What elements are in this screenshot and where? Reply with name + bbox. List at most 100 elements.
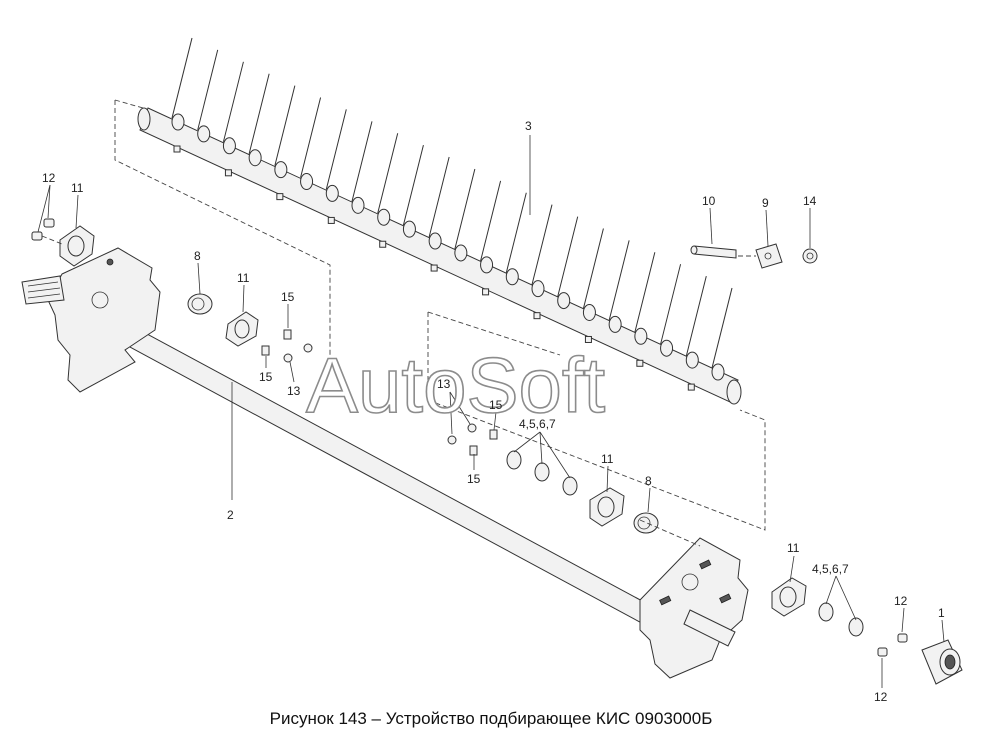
leader-lines [37, 135, 945, 688]
spring-tine [402, 145, 424, 226]
tine-coil [274, 161, 288, 179]
tine-coil [402, 220, 416, 238]
pin-10 [690, 245, 737, 259]
clamp-bolt [224, 169, 232, 177]
callout-12-top-left: 12 [42, 171, 56, 185]
rings-4567-right [818, 602, 864, 637]
callout-13-left: 13 [287, 384, 301, 398]
clamp-bolt [276, 193, 284, 201]
fasteners-13-15-center [447, 423, 498, 456]
tine-coil [454, 244, 468, 262]
callout-12-right-top: 12 [894, 594, 908, 608]
bushing-8-left [187, 293, 213, 315]
spring-tine [454, 168, 476, 250]
spring-tine [197, 49, 219, 131]
spring-tine [608, 240, 630, 321]
figure-caption: Рисунок 143 – Устройство подбирающее КИС… [269, 709, 713, 728]
callout-3: 3 [525, 119, 532, 133]
callout-4567-center: 4,5,6,7 [519, 417, 556, 431]
callout-10: 10 [702, 194, 716, 208]
tine-coil [377, 208, 391, 226]
assembly-outline-left [114, 99, 331, 355]
spring-tine [274, 85, 296, 166]
callout-1: 1 [938, 606, 945, 620]
tine-coil [222, 137, 236, 155]
spring-tine [660, 264, 682, 345]
tine-coil [480, 256, 494, 274]
spring-tine [377, 133, 399, 214]
callout-11-center: 11 [601, 452, 614, 466]
callout-11-left: 11 [237, 271, 250, 285]
housing-11-left [225, 311, 259, 347]
drive-hub-1 [921, 639, 963, 685]
spring-tine [248, 73, 270, 154]
spring-tine [634, 252, 656, 333]
tine-coil [711, 363, 725, 381]
callout-11-top-left: 11 [71, 181, 84, 195]
left-disk-bracket [21, 247, 161, 393]
callout-15-left-top: 15 [281, 290, 295, 304]
tine-coil [171, 113, 185, 131]
rings-4567-center [506, 450, 578, 496]
callout-8-left: 8 [194, 249, 201, 263]
spring-tine [531, 204, 553, 285]
clamp-bolt [687, 383, 695, 391]
callout-4567-right: 4,5,6,7 [812, 562, 849, 576]
spring-tine [222, 61, 244, 142]
tine-coil [685, 351, 699, 369]
clamp-bolt [430, 264, 438, 272]
tine-coil [351, 196, 365, 214]
watermark-text: AutoSoft [306, 341, 606, 429]
spring-tine [557, 216, 579, 297]
callout-labels: 3 2 12 11 8 11 15 15 13 13 15 15 4,5,6,7… [42, 119, 945, 704]
axis-line-right [639, 519, 701, 547]
tine-coil [531, 280, 545, 298]
bolts-12-top-left [31, 218, 55, 241]
spring-tine [685, 275, 707, 357]
tine-coil [248, 149, 262, 167]
tine-coil [608, 315, 622, 333]
axis-line-left [41, 235, 63, 245]
tine-coil [428, 232, 442, 250]
tine-coil [325, 184, 339, 202]
spring-tine [300, 97, 322, 178]
bushing-8-right [633, 512, 659, 534]
callout-11-right: 11 [787, 541, 800, 555]
clamp-bolt [327, 216, 335, 224]
spring-tine [480, 180, 502, 261]
tine-coil [505, 268, 519, 286]
clamp-bolt [636, 359, 644, 367]
right-disk-bracket [639, 537, 749, 679]
clamp-bolt [379, 240, 387, 248]
callout-15-left-bottom: 15 [259, 370, 273, 384]
tine-coil [634, 327, 648, 345]
spring-tine [171, 37, 193, 119]
callout-13-center: 13 [437, 377, 451, 391]
clamp-bolt [533, 312, 541, 320]
spring-tine [582, 228, 604, 309]
lever-9 [755, 243, 783, 269]
spring-tine [428, 156, 450, 238]
spring-tine [711, 287, 733, 369]
spring-tine [505, 192, 527, 273]
tine-coil [300, 173, 314, 191]
callout-15-center-bottom: 15 [467, 472, 481, 486]
clamp-bolt [584, 335, 592, 343]
tine-coil [197, 125, 211, 143]
callout-2: 2 [227, 508, 234, 522]
tine-coil [582, 303, 596, 321]
fasteners-13-15-left [261, 329, 313, 363]
tine-coil [557, 292, 571, 310]
bolts-12-right [877, 633, 908, 657]
assembly-outline-center [427, 311, 766, 531]
callout-15-center-top: 15 [489, 398, 503, 412]
tine-coil [660, 339, 674, 357]
callout-14: 14 [803, 194, 817, 208]
callout-12-right-bottom: 12 [874, 690, 888, 704]
spring-tine [351, 121, 373, 202]
nut-14 [802, 248, 818, 264]
housing-11-top-left [59, 225, 95, 267]
callout-9: 9 [762, 196, 769, 210]
housing-11-right [771, 577, 807, 617]
